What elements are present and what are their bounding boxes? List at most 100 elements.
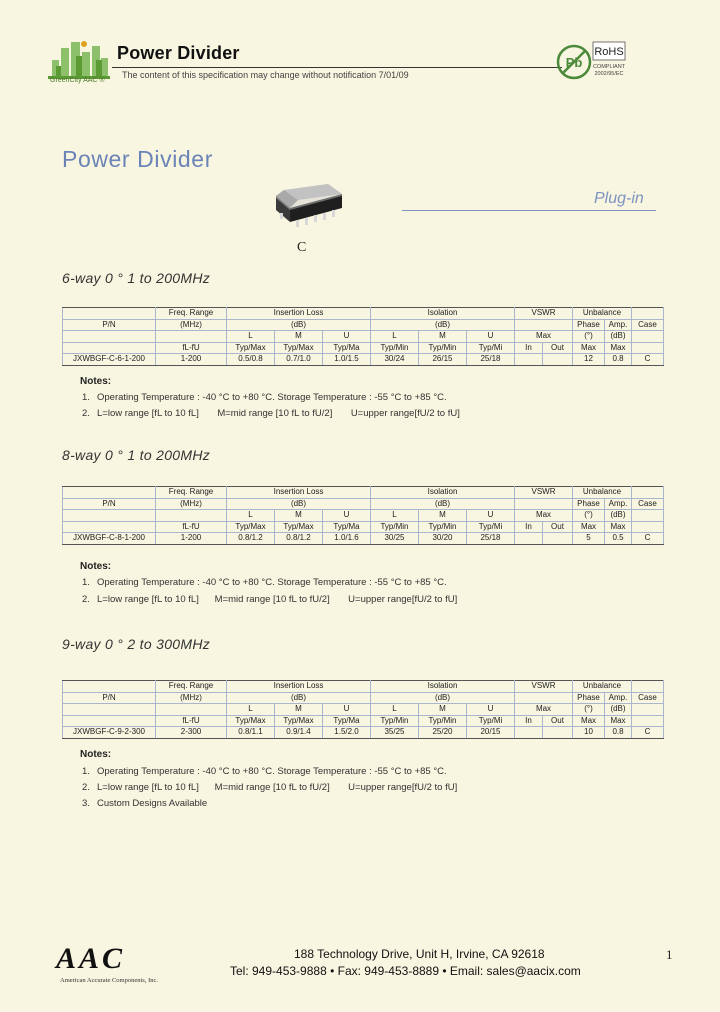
iso-mid-sub: Typ/Min bbox=[418, 520, 467, 533]
amp-max-header: Max bbox=[604, 520, 632, 533]
isolation-header: Isolation bbox=[370, 307, 515, 320]
pn-spacer bbox=[62, 509, 156, 522]
freq-range-header: Freq. Range bbox=[155, 307, 227, 320]
vswr-max-header: Max bbox=[514, 330, 573, 343]
freq-spacer bbox=[155, 703, 227, 716]
pn-header-spacer bbox=[62, 680, 156, 693]
footer-company: American Accurate Components, Inc. bbox=[60, 977, 159, 984]
phase-header: Phase bbox=[572, 497, 605, 510]
il-low: 0.5/0.8 bbox=[226, 353, 275, 366]
part-number: JXWBGF-C-9-2-300 bbox=[62, 726, 156, 739]
freq-range: 1-200 bbox=[155, 532, 227, 545]
vswr-spacer bbox=[514, 318, 573, 331]
section-title: 6-way 0 ° 1 to 200MHz bbox=[62, 270, 211, 286]
case-value: C bbox=[631, 532, 664, 545]
iso-mid-header: M bbox=[418, 330, 467, 343]
phase-max-header: Max bbox=[572, 520, 605, 533]
case-value: C bbox=[631, 353, 664, 366]
iso-up-sub: Typ/Mi bbox=[466, 341, 515, 354]
phase-header: Phase bbox=[572, 318, 605, 331]
logo-caption: GreenCity AAC ® bbox=[50, 77, 105, 84]
il-up-sub: Typ/Ma bbox=[322, 341, 371, 354]
phase-unit: (°) bbox=[572, 703, 605, 716]
freq-limits-header: fL-fU bbox=[155, 520, 227, 533]
amp-unbalance: 0.5 bbox=[604, 532, 632, 545]
il-low: 0.8/1.2 bbox=[226, 532, 275, 545]
case-spacer bbox=[631, 509, 664, 522]
vswr-out-header: Out bbox=[542, 714, 573, 727]
il-mid-header: M bbox=[274, 330, 323, 343]
isolation-unit: (dB) bbox=[370, 318, 515, 331]
device-image bbox=[276, 184, 342, 227]
part-number: JXWBGF-C-6-1-200 bbox=[62, 353, 156, 366]
amp-header: Amp. bbox=[604, 691, 632, 704]
freq-spacer bbox=[155, 330, 227, 343]
insertion-loss-header: Insertion Loss bbox=[226, 680, 371, 693]
il-mid-header: M bbox=[274, 703, 323, 716]
amp-unit: (dB) bbox=[604, 330, 632, 343]
amp-unit: (dB) bbox=[604, 703, 632, 716]
vswr-header: VSWR bbox=[514, 307, 573, 320]
freq-spacer bbox=[155, 509, 227, 522]
vswr-spacer bbox=[514, 497, 573, 510]
notes-title: Notes: bbox=[80, 749, 112, 760]
phase-unit: (°) bbox=[572, 330, 605, 343]
unbalance-header: Unbalance bbox=[572, 486, 632, 499]
note-number: 2. bbox=[82, 782, 90, 793]
iso-low-header: L bbox=[370, 509, 419, 522]
unbalance-header: Unbalance bbox=[572, 680, 632, 693]
note-number: 2. bbox=[82, 594, 90, 605]
phase-unit: (°) bbox=[572, 509, 605, 522]
iso-low-sub: Typ/Min bbox=[370, 520, 419, 533]
mount-type-divider bbox=[402, 210, 656, 211]
amp-header: Amp. bbox=[604, 318, 632, 331]
rohs-badge: Pb RoHS COMPLIANT 2002/95/EC bbox=[556, 41, 626, 80]
freq-unit-header: (MHz) bbox=[155, 691, 227, 704]
pn-header-spacer bbox=[62, 486, 156, 499]
il-low: 0.8/1.1 bbox=[226, 726, 275, 739]
vswr-in bbox=[514, 726, 543, 739]
note-text: L=low range [fL to 10 fL] M=mid range [1… bbox=[97, 594, 458, 605]
iso-mid-header: M bbox=[418, 703, 467, 716]
freq-range: 1-200 bbox=[155, 353, 227, 366]
amp-unit: (dB) bbox=[604, 509, 632, 522]
rohs-label: RoHS bbox=[594, 46, 623, 58]
freq-range-header: Freq. Range bbox=[155, 486, 227, 499]
case-spacer bbox=[631, 714, 664, 727]
isolation-header: Isolation bbox=[370, 486, 515, 499]
iso-up-sub: Typ/Mi bbox=[466, 714, 515, 727]
vswr-out bbox=[542, 353, 573, 366]
il-up-sub: Typ/Ma bbox=[322, 520, 371, 533]
iso-mid-sub: Typ/Min bbox=[418, 341, 467, 354]
isolation-unit: (dB) bbox=[370, 497, 515, 510]
vswr-out bbox=[542, 532, 573, 545]
note-number: 1. bbox=[82, 392, 90, 403]
iso-low: 35/25 bbox=[370, 726, 419, 739]
il-mid: 0.9/1.4 bbox=[274, 726, 323, 739]
il-up-sub: Typ/Ma bbox=[322, 714, 371, 727]
case-spacer bbox=[631, 341, 664, 354]
iso-low-sub: Typ/Min bbox=[370, 341, 419, 354]
page-title: Power Divider bbox=[62, 146, 213, 172]
vswr-in-header: In bbox=[514, 341, 543, 354]
pn-spacer bbox=[62, 330, 156, 343]
section-title: 9-way 0 ° 2 to 300MHz bbox=[62, 636, 211, 652]
phase-unbalance: 5 bbox=[572, 532, 605, 545]
iso-up: 25/18 bbox=[466, 353, 515, 366]
pn-header: P/N bbox=[62, 497, 156, 510]
rohs-compliant: COMPLIANT bbox=[593, 64, 626, 70]
case-header-spacer bbox=[631, 486, 664, 499]
isolation-unit: (dB) bbox=[370, 691, 515, 704]
